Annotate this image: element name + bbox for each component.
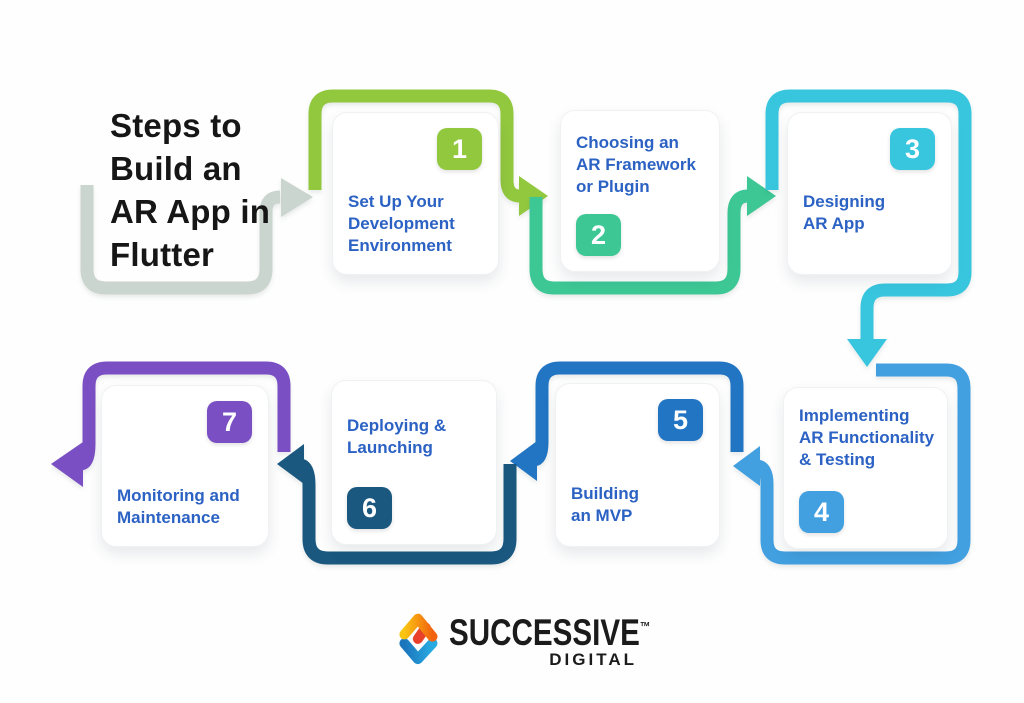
step-label: Choosing an AR Framework or Plugin	[576, 133, 696, 196]
connector-step-7	[51, 361, 291, 487]
step-card-1: 1 Set Up Your Development Environment	[332, 112, 499, 275]
step-number-badge: 5	[658, 399, 703, 441]
step-number-badge: 7	[207, 401, 252, 443]
page-title: Steps to Build an AR App in Flutter	[110, 107, 271, 273]
brand-logo: SUCCESSIVE™ DIGITAL	[396, 610, 701, 670]
step-number-badge: 3	[890, 128, 935, 170]
step-number-badge: 2	[576, 214, 621, 256]
step-number-badge: 1	[437, 128, 482, 170]
step-card-5: 5 Building an MVP	[555, 383, 720, 547]
successive-logo-icon	[399, 613, 438, 665]
step-card-2: 2 Choosing an AR Framework or Plugin	[560, 110, 720, 272]
step-label: Building an MVP	[571, 484, 639, 525]
connector-step-3	[765, 89, 972, 367]
connector-step-5	[510, 361, 744, 481]
connector-title	[80, 178, 313, 295]
step-label: Monitoring and Maintenance	[117, 486, 240, 527]
connector-step-2	[529, 176, 776, 295]
step-card-3: 3 Designing AR App	[787, 112, 952, 275]
step-label: Set Up Your Development Environment	[348, 192, 455, 255]
step-card-6: 6 Deploying & Launching	[331, 380, 497, 545]
step-label: Deploying & Launching	[347, 416, 447, 457]
brand-division: DIGITAL	[549, 650, 637, 669]
connector-step-6	[277, 444, 517, 565]
step-card-4: 4 Implementing AR Functionality & Testin…	[783, 387, 948, 549]
trademark-symbol: ™	[639, 619, 651, 634]
connector-step-4	[733, 363, 971, 565]
step-card-7: 7 Monitoring and Maintenance	[101, 385, 269, 547]
step-number-badge: 6	[347, 487, 392, 529]
step-number-badge: 4	[799, 491, 844, 533]
connector-step-1	[308, 89, 548, 216]
step-label: Designing AR App	[803, 192, 886, 233]
step-label: Implementing AR Functionality & Testing	[799, 406, 935, 469]
brand-name: SUCCESSIVE™	[449, 612, 651, 653]
